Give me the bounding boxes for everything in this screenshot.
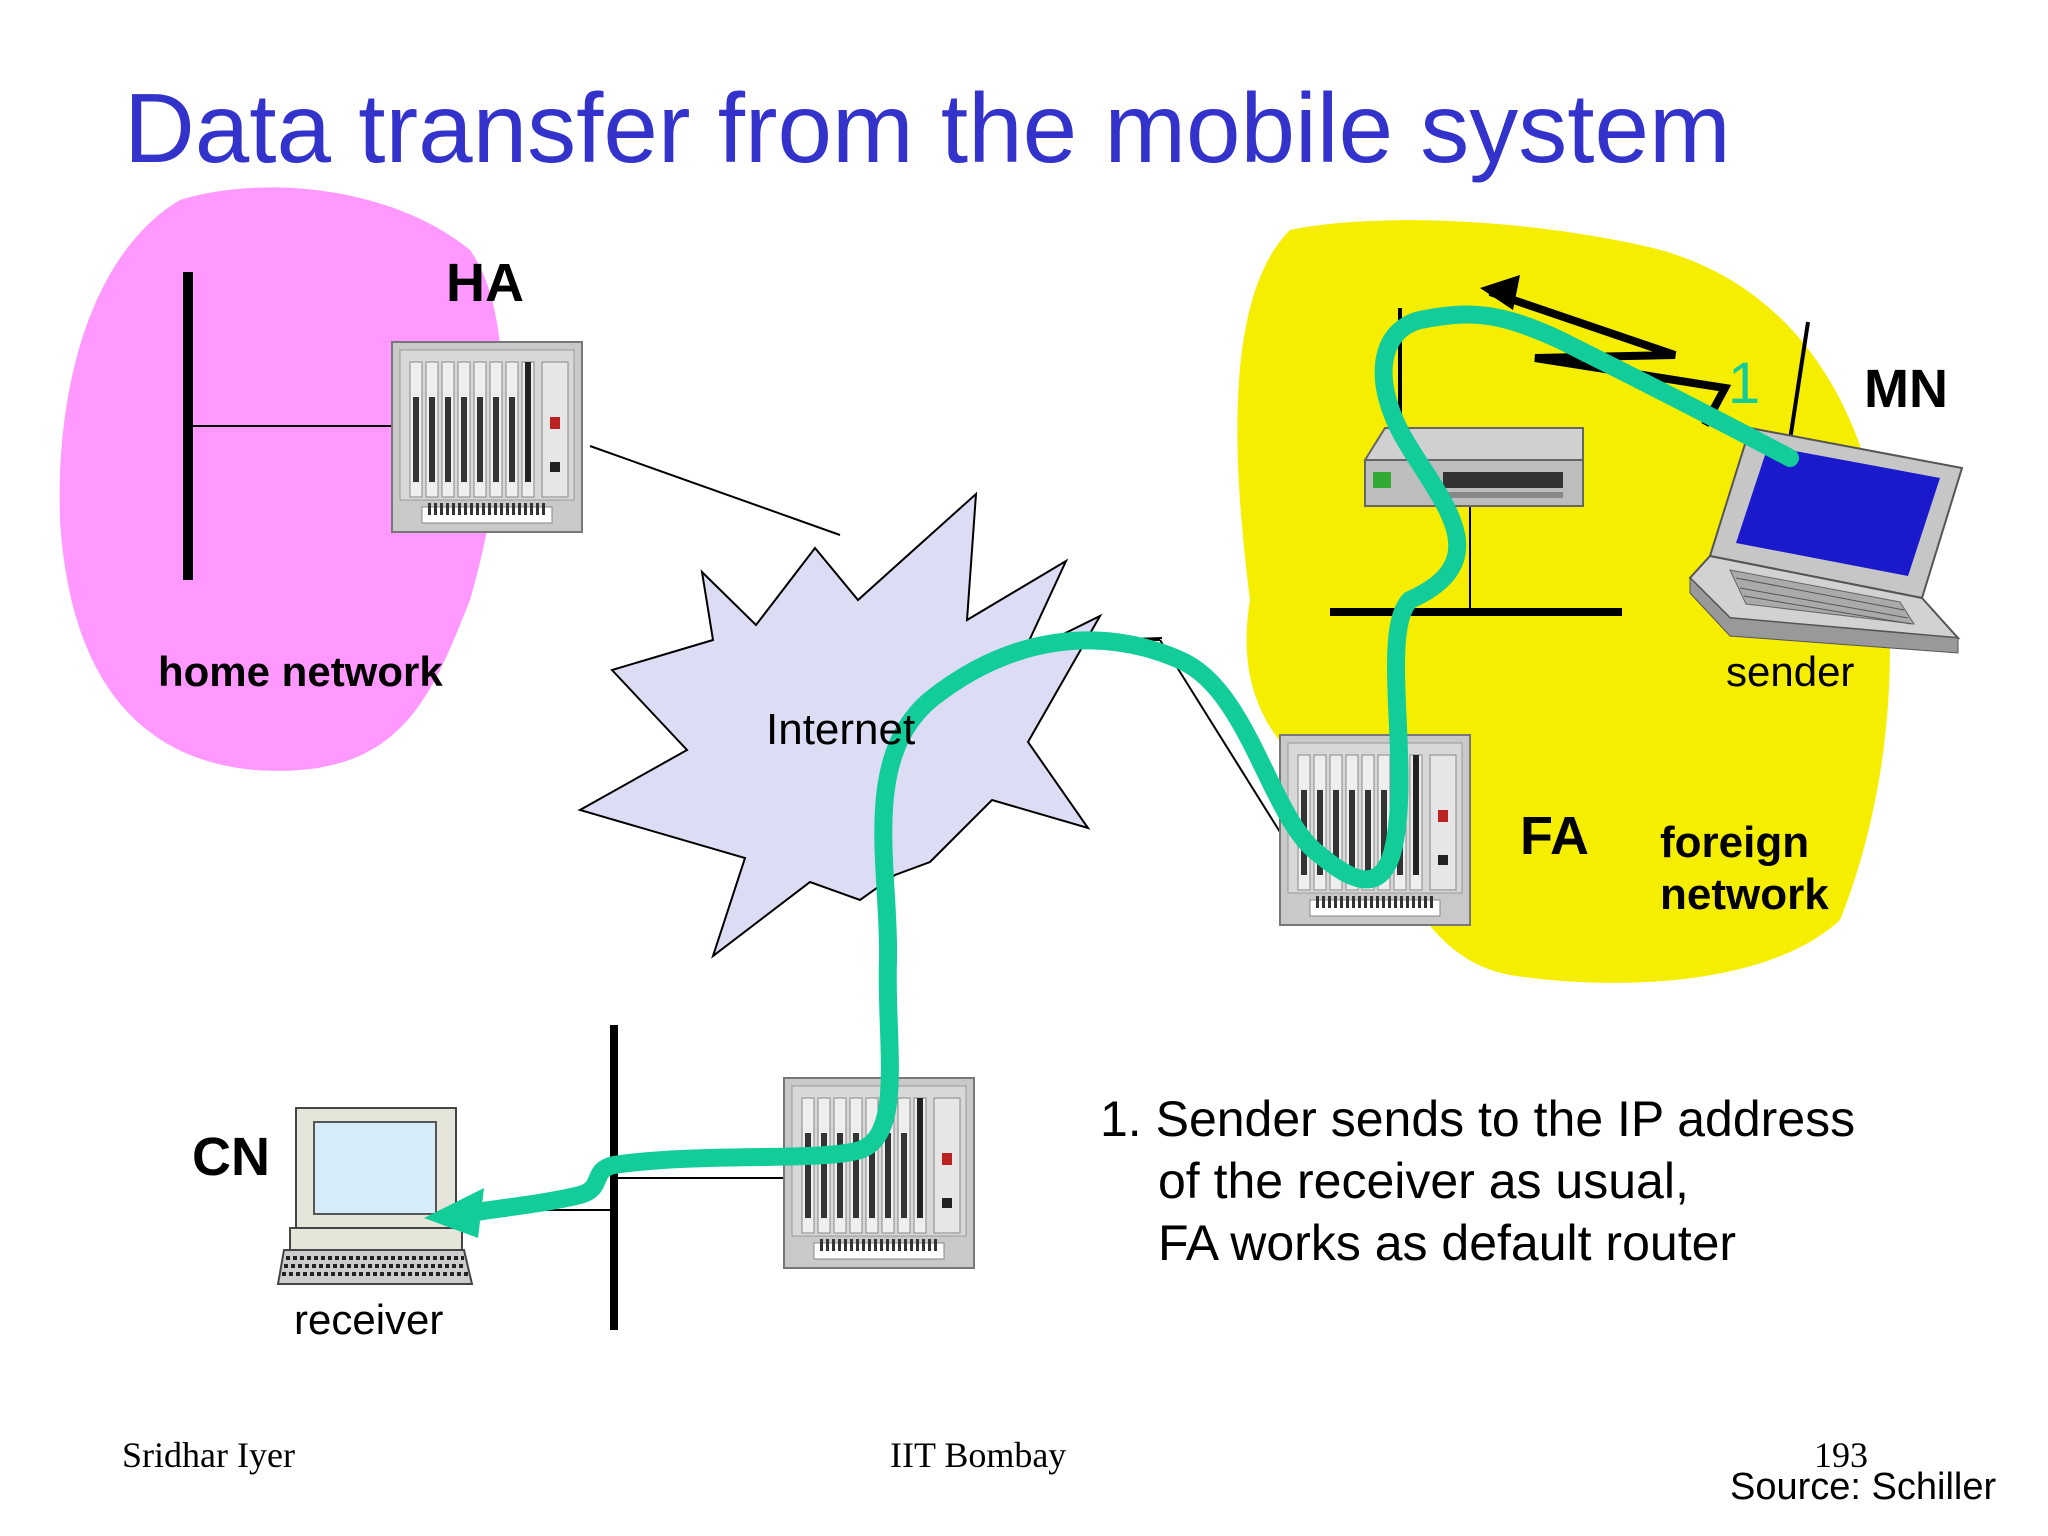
mn-label: MN	[1864, 359, 1948, 419]
step-number-label: 1	[1728, 351, 1761, 416]
home-network-area	[59, 187, 503, 771]
explanation-line-1: 1. Sender sends to the IP address	[1100, 1091, 1856, 1147]
fa-label: FA	[1520, 806, 1590, 866]
desktop-computer-icon	[276, 1107, 474, 1285]
arrow-head	[424, 1188, 484, 1238]
explanation-text: 1. Sender sends to the IP address of the…	[1100, 1088, 1855, 1274]
foreign-network-label-line1: foreign	[1660, 818, 1810, 867]
footer-author: Sridhar Iyer	[122, 1435, 295, 1475]
explanation-line-2: of the receiver as usual,	[1158, 1153, 1689, 1209]
footer-page-number: 193	[1814, 1435, 1868, 1475]
footer-source: Source: Schiller	[1730, 1466, 1997, 1508]
footer-institution: IIT Bombay	[890, 1435, 1067, 1475]
fa-router	[1280, 735, 1470, 925]
slide-title: Data transfer from the mobile system	[124, 73, 1731, 183]
foreign-network-label-line2: network	[1660, 870, 1829, 919]
sender-label: sender	[1726, 648, 1855, 695]
ha-router	[392, 342, 582, 532]
home-network-label: home network	[158, 648, 443, 695]
cn-label: CN	[192, 1127, 270, 1187]
wireless-link-arrow	[1488, 288, 1732, 427]
internet-label: Internet	[766, 705, 916, 754]
ha-label: HA	[446, 253, 524, 313]
data-path-arrow	[451, 305, 1799, 1224]
laptop-icon	[1688, 426, 1964, 654]
receiver-label: receiver	[294, 1296, 444, 1343]
explanation-line-3: FA works as default router	[1158, 1215, 1737, 1271]
